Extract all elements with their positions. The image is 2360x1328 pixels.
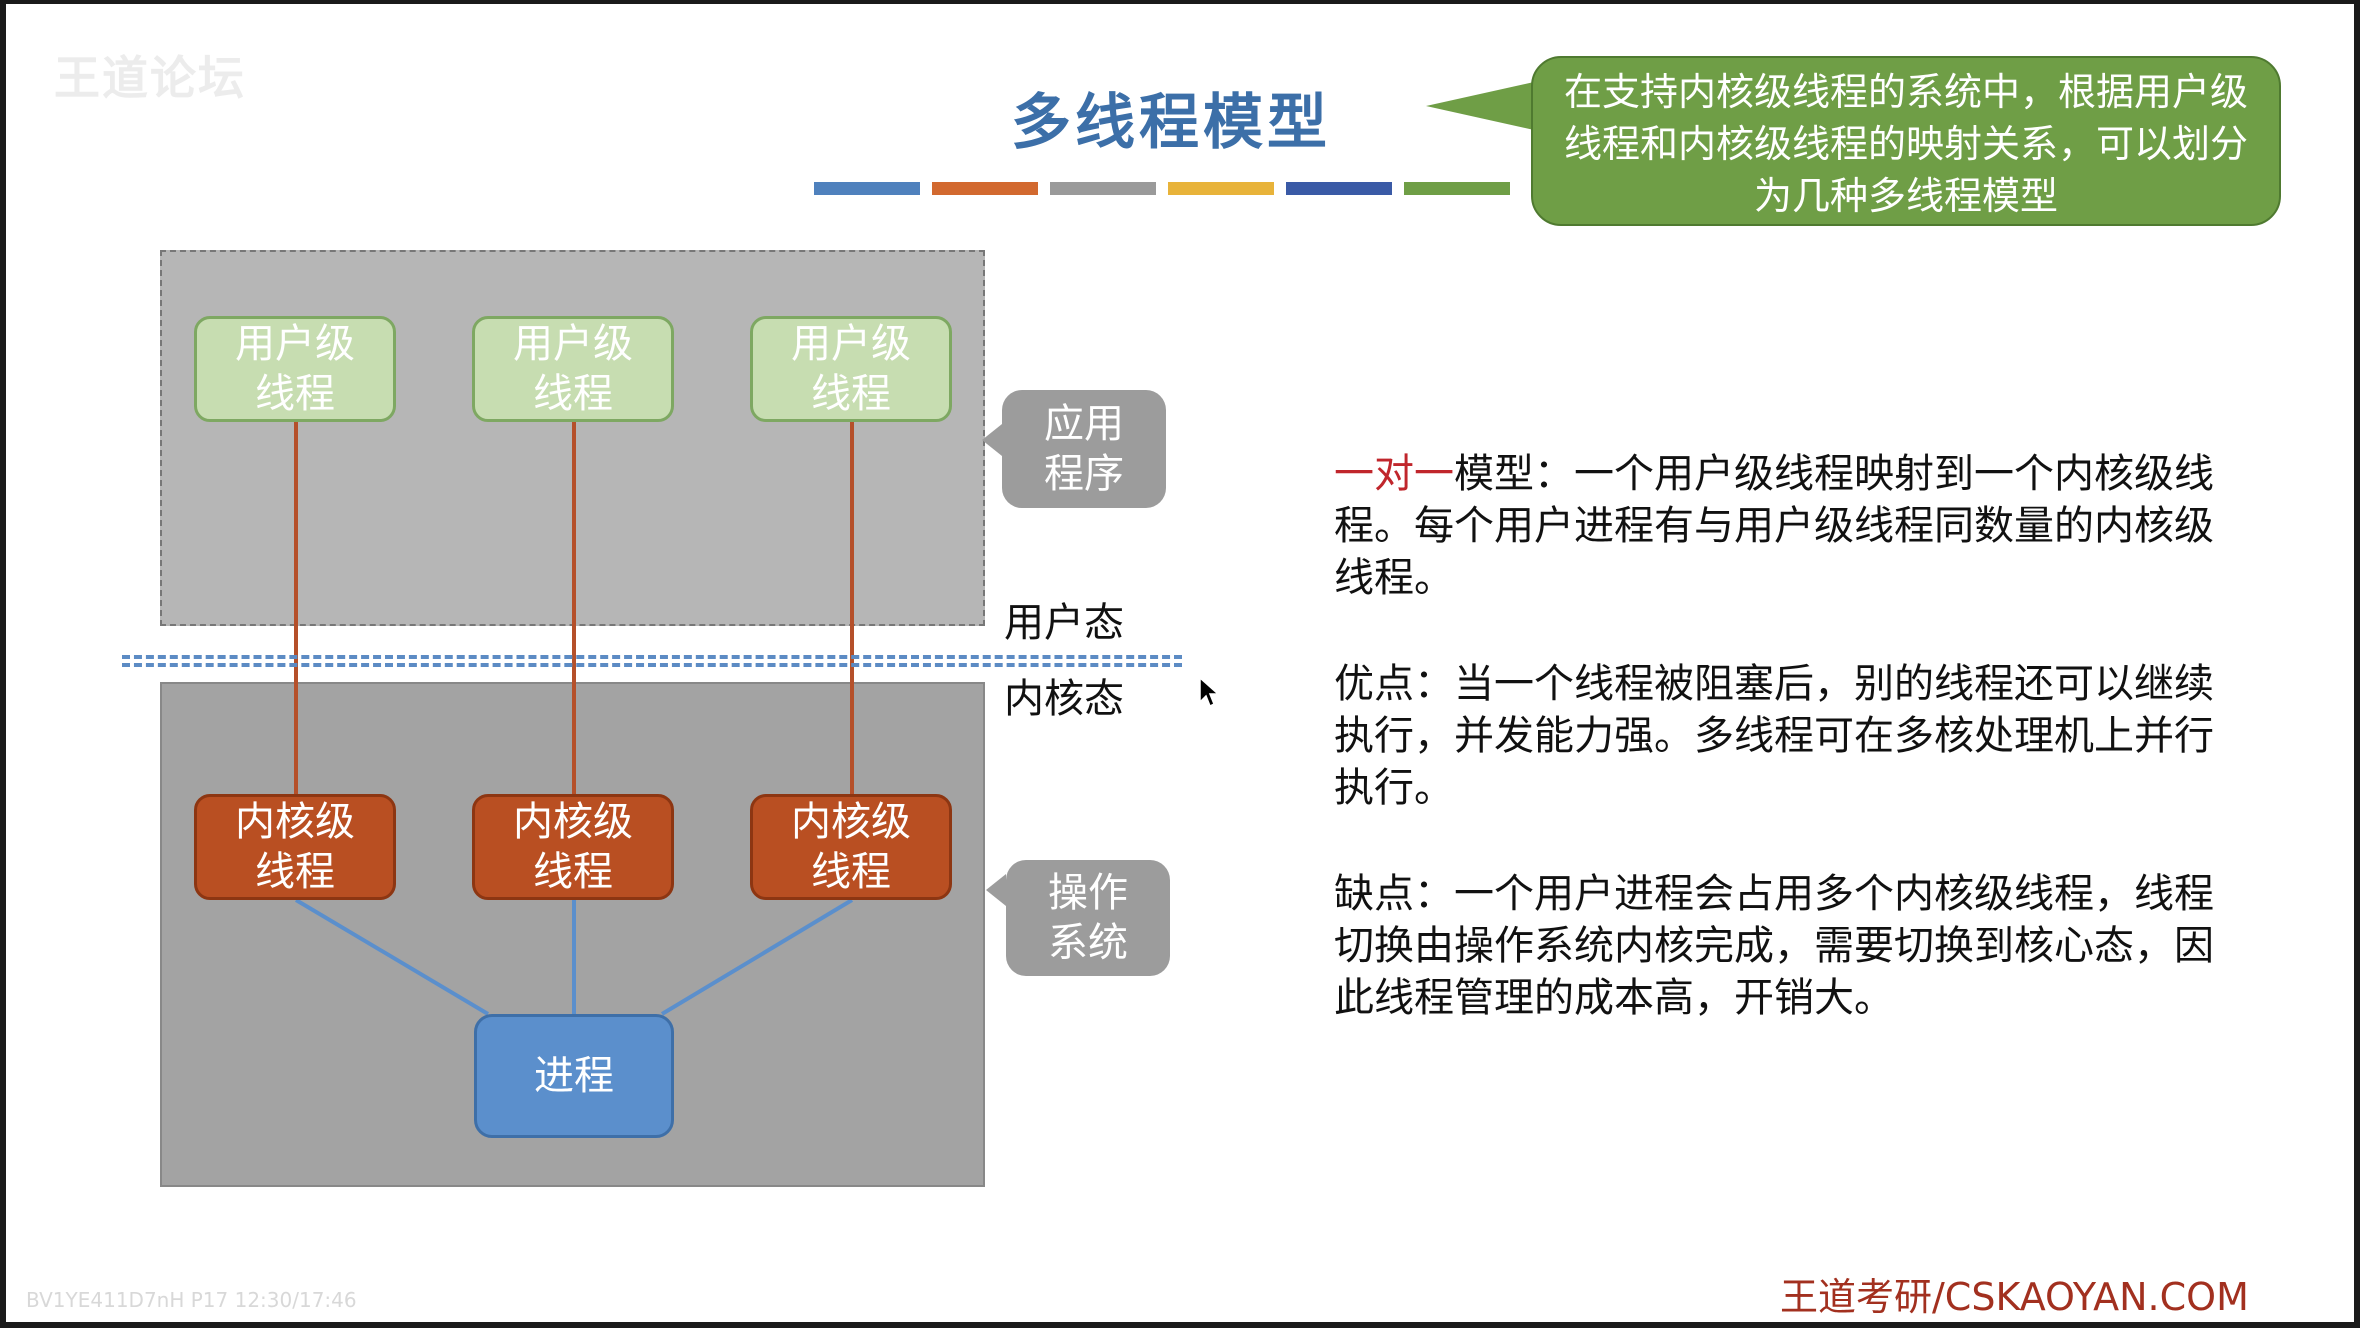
os-callout: 操作 系统 [1006,860,1170,976]
color-bar-6 [1404,182,1510,195]
color-bar-4 [1168,182,1274,195]
user-thread-1: 用户级 线程 [194,316,396,422]
pros-text: 优点：当一个线程被阻塞后，别的线程还可以继续执行，并发能力强。多线程可在多核处理… [1334,661,2214,811]
link-kernel-process-1 [294,898,490,1016]
app-callout-tail [982,424,1002,456]
bubble-tail [1426,82,1534,130]
kernel-thread-2: 内核级 线程 [472,794,674,900]
slide: 王道论坛 多线程模型 在支持内核级线程的系统中，根据用户级线程和内核级线程的映射… [6,4,2354,1322]
color-bar-3 [1050,182,1156,195]
color-bar-5 [1286,182,1392,195]
mouse-cursor-icon [1199,676,1220,708]
os-callout-tail [986,874,1006,906]
cons-text: 缺点：一个用户进程会占用多个内核级线程，线程切换由操作系统内核完成，需要切换到核… [1334,871,2214,1021]
model-description-text: 模型：一个用户级线程映射到一个内核级线程。每个用户进程有与用户级线程同数量的内核… [1334,451,2214,601]
user-mode-label: 用户态 [1004,600,1124,646]
model-description: 一对一模型：一个用户级线程映射到一个内核级线程。每个用户进程有与用户级线程同数量… [1334,448,2214,604]
user-thread-3: 用户级 线程 [750,316,952,422]
color-bar-2 [932,182,1038,195]
link-kernel-process-3 [660,898,854,1016]
kernel-thread-1: 内核级 线程 [194,794,396,900]
process-node: 进程 [474,1014,674,1138]
slide-title: 多线程模型 [1011,88,1331,158]
model-name-highlight: 一对一 [1334,451,1454,497]
kernel-mode-label: 内核态 [1004,676,1124,722]
watermark: 王道论坛 [54,51,246,105]
note-bubble: 在支持内核级线程的系统中，根据用户级线程和内核级线程的映射关系，可以划分为几种多… [1531,56,2281,226]
user-kernel-divider [122,655,1182,667]
connector-lines [294,420,854,1016]
app-callout: 应用 程序 [1002,390,1166,508]
video-id: BV1YE411D7nH P17 12:30/17:46 [26,1288,357,1312]
footer-brand: 王道考研/CSKAOYAN.COM [1780,1275,2249,1319]
user-thread-2: 用户级 线程 [472,316,674,422]
kernel-thread-3: 内核级 线程 [750,794,952,900]
color-bar-1 [814,182,920,195]
